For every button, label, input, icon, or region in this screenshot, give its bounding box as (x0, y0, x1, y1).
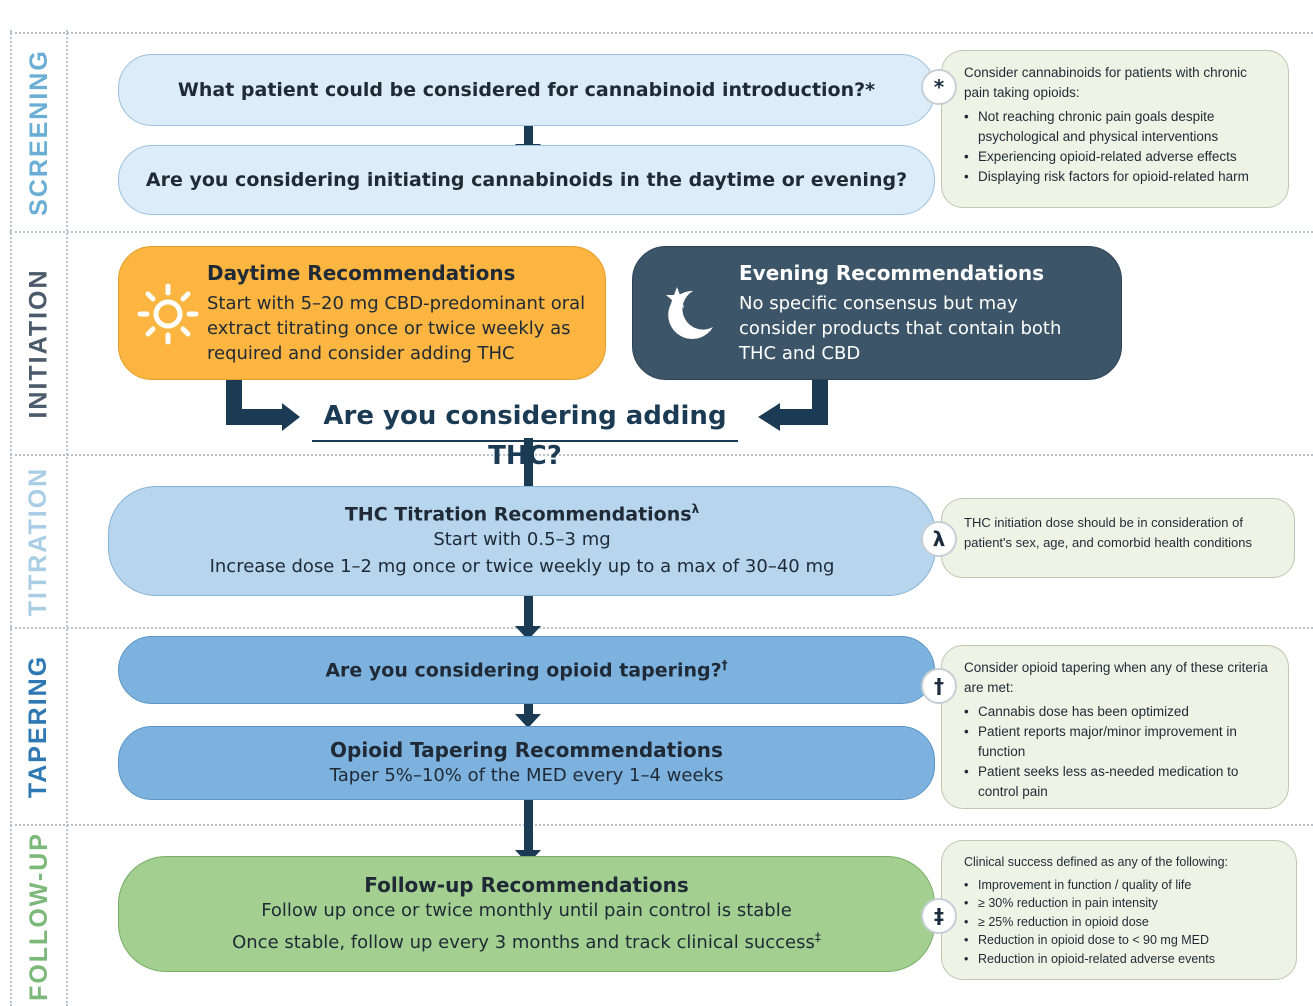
screening-question-1: What patient could be considered for can… (118, 54, 935, 126)
daytime-elbow-arrowhead (282, 403, 300, 431)
list-item: ≥ 30% reduction in pain intensity (964, 894, 1282, 913)
stage-titration: TITRATION (12, 456, 66, 626)
thc-question-text: Are you considering adding THC? (323, 401, 727, 471)
list-item: ≥ 25% reduction in opioid dose (964, 913, 1282, 932)
dagger-marker: † (921, 668, 957, 704)
dagger-superscript: † (721, 658, 728, 673)
evening-recommendations: Evening Recommendations No specific cons… (632, 246, 1122, 380)
stage-tapering: TAPERING (12, 629, 66, 823)
list-item: Reduction in opioid dose to < 90 mg MED (964, 931, 1282, 950)
evening-title: Evening Recommendations (739, 260, 1045, 285)
tapering-title: Opioid Tapering Recommendations (330, 737, 723, 762)
tapering-note-list: Cannabis dose has been optimized Patient… (964, 702, 1274, 802)
lambda-marker: λ (921, 521, 957, 557)
follow-up-recommendations: Follow-up Recommendations Follow up once… (118, 856, 935, 972)
tapering-note-intro: Consider opioid tapering when any of the… (964, 660, 1268, 695)
evening-elbow-arrow (776, 375, 828, 425)
titration-title: THC Titration Recommendationsλ (345, 502, 699, 525)
divider-titration-tapering (10, 627, 1313, 629)
titration-title-text: THC Titration Recommendations (344, 503, 692, 526)
stage-followup: FOLLOW-UP (12, 826, 66, 1006)
followup-title: Follow-up Recommendations (364, 872, 689, 897)
lambda-superscript: λ (691, 502, 700, 517)
list-item: Patient reports major/minor improvement … (964, 722, 1274, 762)
list-item: Cannabis dose has been optimized (964, 702, 1274, 722)
stage-column-divider (66, 30, 68, 1006)
daytime-text: Start with 5–20 mg CBD-predominant oral … (207, 292, 586, 364)
list-item: Improvement in function / quality of lif… (964, 876, 1282, 895)
double-dagger-marker: ‡ (921, 898, 957, 934)
screening-question-1-text: What patient could be considered for can… (177, 79, 876, 101)
screening-note-list: Not reaching chronic pain goals despite … (964, 107, 1274, 187)
tapering-note: Consider opioid tapering when any of the… (941, 645, 1289, 809)
sun-icon (137, 283, 199, 345)
top-divider (10, 32, 1313, 34)
followup-note: Clinical success defined as any of the f… (941, 840, 1297, 980)
divider-initiation-titration (10, 454, 1313, 456)
opioid-tapering-recommendations: Opioid Tapering Recommendations Taper 5%… (118, 726, 935, 800)
followup-note-list: Improvement in function / quality of lif… (964, 876, 1282, 969)
stage-screening: SCREENING (12, 34, 66, 230)
tapering-question: Are you considering opioid tapering?† (325, 658, 727, 681)
titration-line-2: Increase dose 1–2 mg once or twice weekl… (209, 555, 835, 577)
elbow-arrows (226, 375, 828, 431)
daytime-title: Daytime Recommendations (207, 260, 516, 285)
followup-note-intro: Clinical success defined as any of the f… (964, 855, 1229, 869)
tapering-question-text: Are you considering opioid tapering? (325, 659, 722, 682)
titration-line-1: Start with 0.5–3 mg (433, 528, 611, 550)
screening-note: Consider cannabinoids for patients with … (941, 50, 1289, 208)
stage-initiation-label: INITIATION (24, 267, 53, 419)
arrow-to-tapering (515, 594, 541, 640)
followup-line-2-text: Once stable, follow up every 3 months an… (232, 931, 815, 953)
titration-note-text: THC initiation dose should be in conside… (964, 515, 1252, 550)
stage-tapering-label: TAPERING (24, 654, 53, 798)
evening-elbow-arrowhead (758, 403, 780, 431)
list-item: Experiencing opioid-related adverse effe… (964, 147, 1274, 167)
followup-line-1: Follow up once or twice monthly until pa… (261, 899, 792, 921)
left-border (10, 30, 12, 1006)
evening-text: No specific consensus but may consider p… (739, 292, 1062, 364)
list-item: Reduction in opioid-related adverse even… (964, 950, 1282, 969)
list-item: Patient seeks less as-needed medication … (964, 762, 1274, 802)
arrow-screening (515, 124, 541, 158)
moon-star-icon (666, 287, 713, 339)
thc-question: Are you considering adding THC? (312, 396, 738, 471)
screening-note-intro: Consider cannabinoids for patients with … (964, 65, 1247, 100)
divider-screening-initiation (10, 231, 1313, 233)
divider-tapering-followup (10, 824, 1313, 826)
stage-followup-label: FOLLOW-UP (24, 831, 53, 1001)
stage-initiation: INITIATION (12, 233, 66, 453)
daytime-elbow-arrow (226, 375, 286, 425)
double-dagger-superscript: ‡ (814, 929, 821, 944)
list-item: Displaying risk factors for opioid-relat… (964, 167, 1274, 187)
stage-titration-label: TITRATION (24, 466, 53, 616)
tapering-line: Taper 5%–10% of the MED every 1–4 weeks (329, 764, 724, 786)
followup-line-2: Once stable, follow up every 3 months an… (232, 924, 821, 956)
titration-note: THC initiation dose should be in conside… (941, 498, 1295, 578)
stage-screening-label: SCREENING (24, 48, 53, 216)
list-item: Not reaching chronic pain goals despite … (964, 107, 1274, 147)
thc-titration-recommendations: THC Titration Recommendationsλ Start wit… (108, 486, 936, 596)
screening-question-2-text: Are you considering initiating cannabino… (145, 169, 908, 191)
arrow-tapering-inner (515, 702, 541, 728)
asterisk-marker: * (921, 69, 957, 105)
daytime-recommendations: Daytime Recommendations Start with 5–20 … (118, 246, 606, 380)
screening-question-2: Are you considering initiating cannabino… (118, 145, 935, 215)
opioid-tapering-question: Are you considering opioid tapering?† (118, 636, 935, 704)
arrow-to-followup (515, 798, 541, 864)
